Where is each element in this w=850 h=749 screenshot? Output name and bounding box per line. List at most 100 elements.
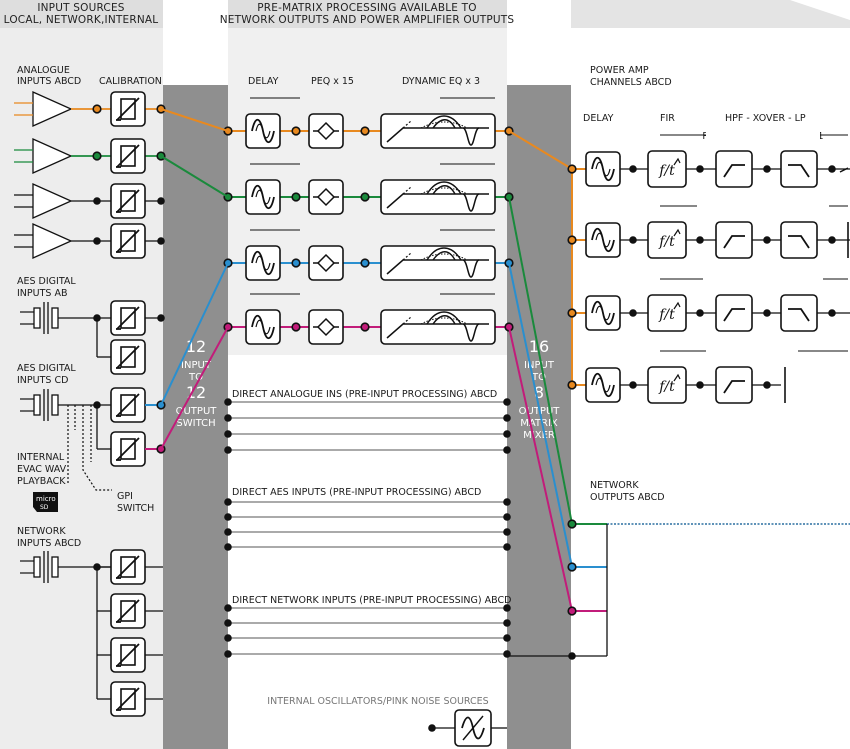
post-title-bg <box>697 200 829 212</box>
peq-box <box>308 309 344 345</box>
switch-line-5: OUTPUT <box>176 406 218 417</box>
calibration-arrow <box>116 229 140 253</box>
node-dot <box>360 192 370 202</box>
input-switch-bus <box>163 85 228 749</box>
node-dot <box>224 430 232 438</box>
calibration-resistor <box>120 438 136 460</box>
node-dot <box>503 543 511 551</box>
fir-symbol: f/t <box>658 379 675 395</box>
analogue-label: ANALOGUE <box>17 65 70 76</box>
calibration-resistor <box>120 688 136 710</box>
delay-icon <box>245 309 281 345</box>
switch-line-2: INPUT <box>181 360 212 371</box>
transformer-coil <box>33 307 41 329</box>
calibration-arrow <box>116 345 140 369</box>
power-amp-title-2: CHANNELS ABCD <box>590 77 672 88</box>
channel-title-bg <box>300 288 440 300</box>
deq-notch <box>462 193 480 212</box>
dynamic-eq-box <box>380 245 496 281</box>
transformer-coil <box>51 307 59 329</box>
node-dot <box>503 414 511 422</box>
calibration-resistor <box>120 556 136 578</box>
dynamic-eq-icon <box>380 179 496 215</box>
node-dot <box>224 619 232 627</box>
mixer-line-4: 8 <box>534 383 544 402</box>
network-out-label: NETWORK <box>590 480 639 491</box>
node-dot <box>503 650 511 658</box>
sine-wave-inner <box>255 189 271 205</box>
deq-notch <box>462 127 480 146</box>
calibration-arrow <box>116 144 140 168</box>
deq-notch <box>462 259 480 278</box>
calibration-arrow <box>116 555 140 579</box>
lpf-curve <box>788 164 810 178</box>
calibration-resistor <box>120 190 136 212</box>
mixer-line-7: MIXER <box>523 430 555 441</box>
calibration-icon <box>110 549 146 585</box>
post-delay-icon <box>585 295 621 331</box>
fir-icon: f/t <box>647 294 687 332</box>
sine-wave-inner <box>595 232 611 248</box>
calibration-icon <box>110 91 146 127</box>
fir-arrow <box>673 228 681 237</box>
oscillator-label: INTERNAL OSCILLATORS/PINK NOISE SOURCES <box>267 696 488 707</box>
deq-dash <box>402 252 412 261</box>
deq-dots <box>420 253 468 261</box>
amplifier-icon <box>32 90 73 128</box>
prematrix-header-bg <box>228 0 507 28</box>
node-dot <box>224 634 232 642</box>
peq-icon <box>308 245 344 281</box>
channel-title-bg <box>300 224 440 236</box>
switch-route-blue <box>160 262 229 406</box>
calibration-icon <box>110 339 146 375</box>
sd-card-text: micro <box>36 495 56 503</box>
deq-notch <box>462 323 480 342</box>
node-dot <box>360 322 370 332</box>
node-dot <box>503 446 511 454</box>
lpf-icon <box>780 294 818 332</box>
calibration-arrow <box>116 306 140 330</box>
node-dot <box>291 192 301 202</box>
node-dot <box>828 236 836 244</box>
calibration-arrow <box>116 437 140 461</box>
fir-symbol: f/t <box>658 163 675 179</box>
calibration-icon <box>110 431 146 467</box>
net-node <box>567 519 577 529</box>
sd-card-icon: micro SD <box>33 492 58 512</box>
hpf-curve <box>723 308 745 322</box>
matrix-route-orange <box>508 130 573 170</box>
calibration-arrow <box>116 189 140 213</box>
direct-aes-label: DIRECT AES INPUTS (PRE-INPUT PROCESSING)… <box>232 487 481 498</box>
node-dot <box>224 543 232 551</box>
switch-line-6: SWITCH <box>176 418 215 429</box>
calibration-arrow <box>116 393 140 417</box>
sd-card-text-2: SD <box>40 504 49 511</box>
peq-box <box>308 113 344 149</box>
net-node <box>567 606 577 616</box>
node-dot <box>291 322 301 332</box>
input-node <box>92 151 102 161</box>
deq-dots <box>420 187 468 195</box>
calibration-arrow <box>116 643 140 667</box>
deq-dots <box>420 121 468 129</box>
hpf-curve <box>723 380 745 394</box>
peq-icon <box>308 309 344 345</box>
switch-route-green <box>160 155 229 198</box>
node-dot <box>503 619 511 627</box>
input-sources-subtitle: LOCAL, NETWORK,INTERNAL <box>4 14 159 26</box>
post-fir-label: FIR <box>660 113 675 124</box>
calibration-output-node <box>157 237 165 245</box>
hpf-icon <box>715 150 753 188</box>
prematrix-peq-label: PEQ x 15 <box>311 76 354 87</box>
calibration-resistor <box>120 394 136 416</box>
peq-icon <box>308 179 344 215</box>
node-dot <box>763 381 771 389</box>
post-node <box>567 308 577 318</box>
deq-bump <box>432 315 456 325</box>
matrix-route-blue <box>508 262 573 568</box>
dynamic-eq-icon <box>380 309 496 345</box>
deq-bump <box>432 185 456 195</box>
node-dot <box>763 165 771 173</box>
transformer-coil <box>51 394 59 416</box>
calibration-icon <box>110 183 146 219</box>
